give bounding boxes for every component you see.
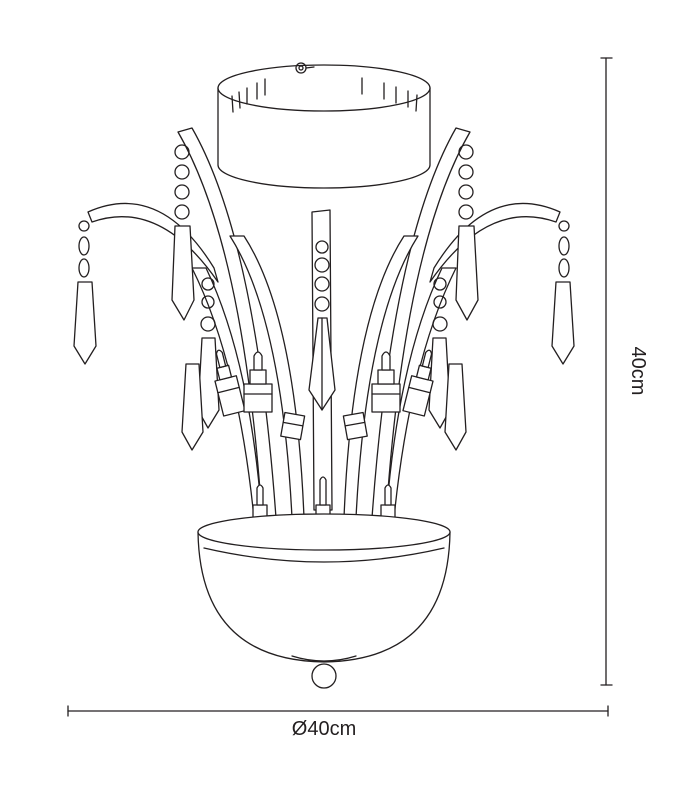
width-dimension-line [67,705,609,717]
crystal-strands-left [73,144,220,451]
right-arms [343,127,561,519]
lamp-holders [214,349,434,441]
bottom-bowl [197,513,451,689]
width-label: Ø40cm [292,718,356,740]
left-arms [87,127,305,519]
ceiling-canopy [217,62,431,189]
height-label: 40cm [627,347,649,396]
central-stem [308,209,336,511]
crystal-strands-right [428,144,575,451]
height-dimension-line [600,57,613,686]
